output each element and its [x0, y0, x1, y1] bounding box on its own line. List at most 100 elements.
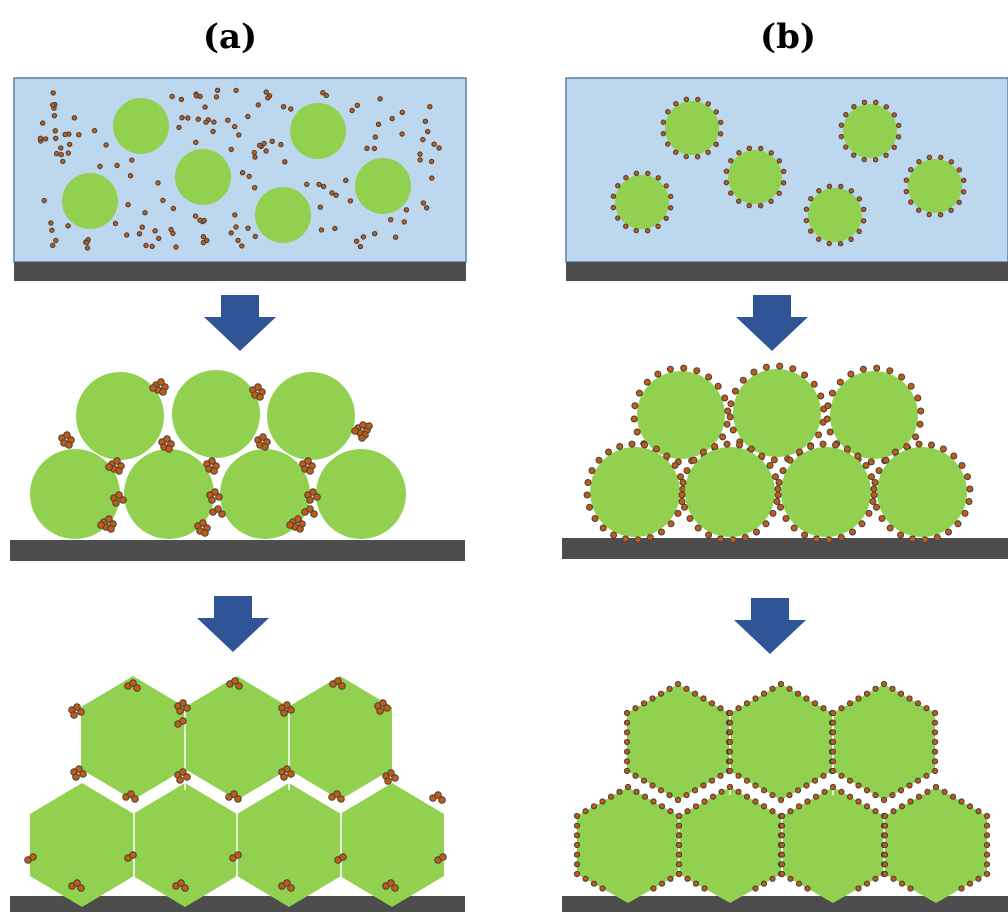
particle-icon: [778, 812, 786, 820]
particle-icon: [826, 240, 832, 247]
particle-icon: [658, 803, 666, 810]
particle-icon: [815, 431, 823, 439]
particle-icon: [846, 700, 854, 707]
particle-icon: [79, 770, 87, 778]
particle-icon: [358, 434, 366, 442]
particle-icon: [897, 787, 905, 794]
grain: [679, 787, 781, 903]
particle-icon: [53, 150, 60, 157]
particle-icon: [965, 498, 973, 505]
particle-icon: [645, 170, 651, 177]
particle-icon: [375, 121, 382, 128]
grain: [175, 149, 231, 205]
grain: [808, 188, 862, 242]
grain: [615, 175, 669, 229]
particle-icon: [379, 699, 387, 707]
particle-icon: [867, 458, 875, 466]
particle-icon: [826, 428, 834, 436]
particle-icon: [752, 695, 759, 702]
particle-icon: [63, 431, 71, 439]
particle-icon: [726, 729, 734, 736]
particle-icon: [674, 680, 682, 688]
particle-icon: [873, 99, 879, 106]
particle-icon: [296, 525, 304, 533]
particle-icon: [650, 798, 657, 805]
particle-icon: [235, 682, 243, 690]
grain: [316, 449, 406, 539]
particle-icon: [916, 159, 922, 165]
particle-icon: [808, 228, 814, 234]
particle-icon: [804, 798, 811, 805]
particle-icon: [680, 364, 688, 372]
particle-icon: [181, 884, 189, 892]
particle-icon: [889, 792, 896, 799]
particle-icon: [856, 228, 862, 235]
particle-icon: [287, 706, 295, 714]
particle-icon: [855, 782, 862, 789]
particle-icon: [176, 776, 184, 784]
grain: [728, 150, 782, 204]
particle-icon: [790, 524, 798, 532]
particle-icon: [777, 796, 785, 804]
particle-icon: [903, 177, 910, 183]
particle-icon: [179, 717, 187, 725]
particle-icon: [169, 93, 175, 100]
particle-icon: [931, 758, 939, 765]
particle-icon: [718, 119, 724, 126]
substrate: [562, 538, 1008, 559]
particle-icon: [683, 467, 691, 475]
particle-icon: [729, 536, 737, 544]
particle-icon: [201, 217, 207, 224]
grain: [185, 676, 289, 800]
particle-icon: [897, 690, 905, 697]
particle-icon: [829, 729, 837, 736]
particle-icon: [633, 788, 640, 795]
particle-icon: [665, 109, 671, 115]
particle-icon: [660, 130, 666, 137]
particle-icon: [218, 510, 226, 518]
particle-icon: [675, 822, 683, 829]
particle-icon: [590, 880, 598, 887]
particle-icon: [51, 113, 58, 119]
grain: [782, 787, 884, 903]
particle-icon: [582, 875, 589, 882]
particle-icon: [199, 519, 207, 527]
particle-icon: [916, 207, 922, 213]
particle-icon: [916, 420, 924, 428]
particle-icon: [726, 758, 734, 765]
particle-icon: [823, 415, 831, 423]
particle-icon: [958, 798, 965, 805]
particle-icon: [431, 141, 437, 147]
grain: [730, 684, 832, 800]
particle-icon: [635, 389, 643, 397]
particle-icon: [705, 101, 711, 107]
particle-icon: [573, 832, 581, 839]
particle-icon: [838, 788, 845, 795]
particle-icon: [66, 141, 73, 148]
particle-icon: [907, 382, 915, 390]
particle-icon: [139, 224, 145, 230]
particle-icon: [700, 782, 707, 789]
particle-icon: [425, 128, 431, 135]
particle-icon: [280, 104, 287, 110]
particle-icon: [829, 738, 837, 746]
particle-icon: [863, 880, 871, 887]
particle-icon: [615, 183, 621, 189]
particle-icon: [658, 880, 666, 887]
particle-icon: [836, 378, 844, 386]
particle-icon: [743, 700, 751, 707]
particle-icon: [420, 136, 426, 143]
particle-icon: [838, 133, 844, 140]
particle-icon: [713, 141, 719, 148]
particle-icon: [256, 393, 264, 401]
substrate: [10, 540, 465, 561]
particle-icon: [912, 433, 920, 441]
particle-icon: [932, 783, 940, 791]
particle-icon: [692, 803, 700, 810]
particle-icon: [623, 758, 631, 765]
particle-icon: [383, 704, 391, 712]
particle-icon: [881, 841, 889, 849]
particle-icon: [975, 808, 982, 815]
particle-icon: [886, 524, 894, 532]
